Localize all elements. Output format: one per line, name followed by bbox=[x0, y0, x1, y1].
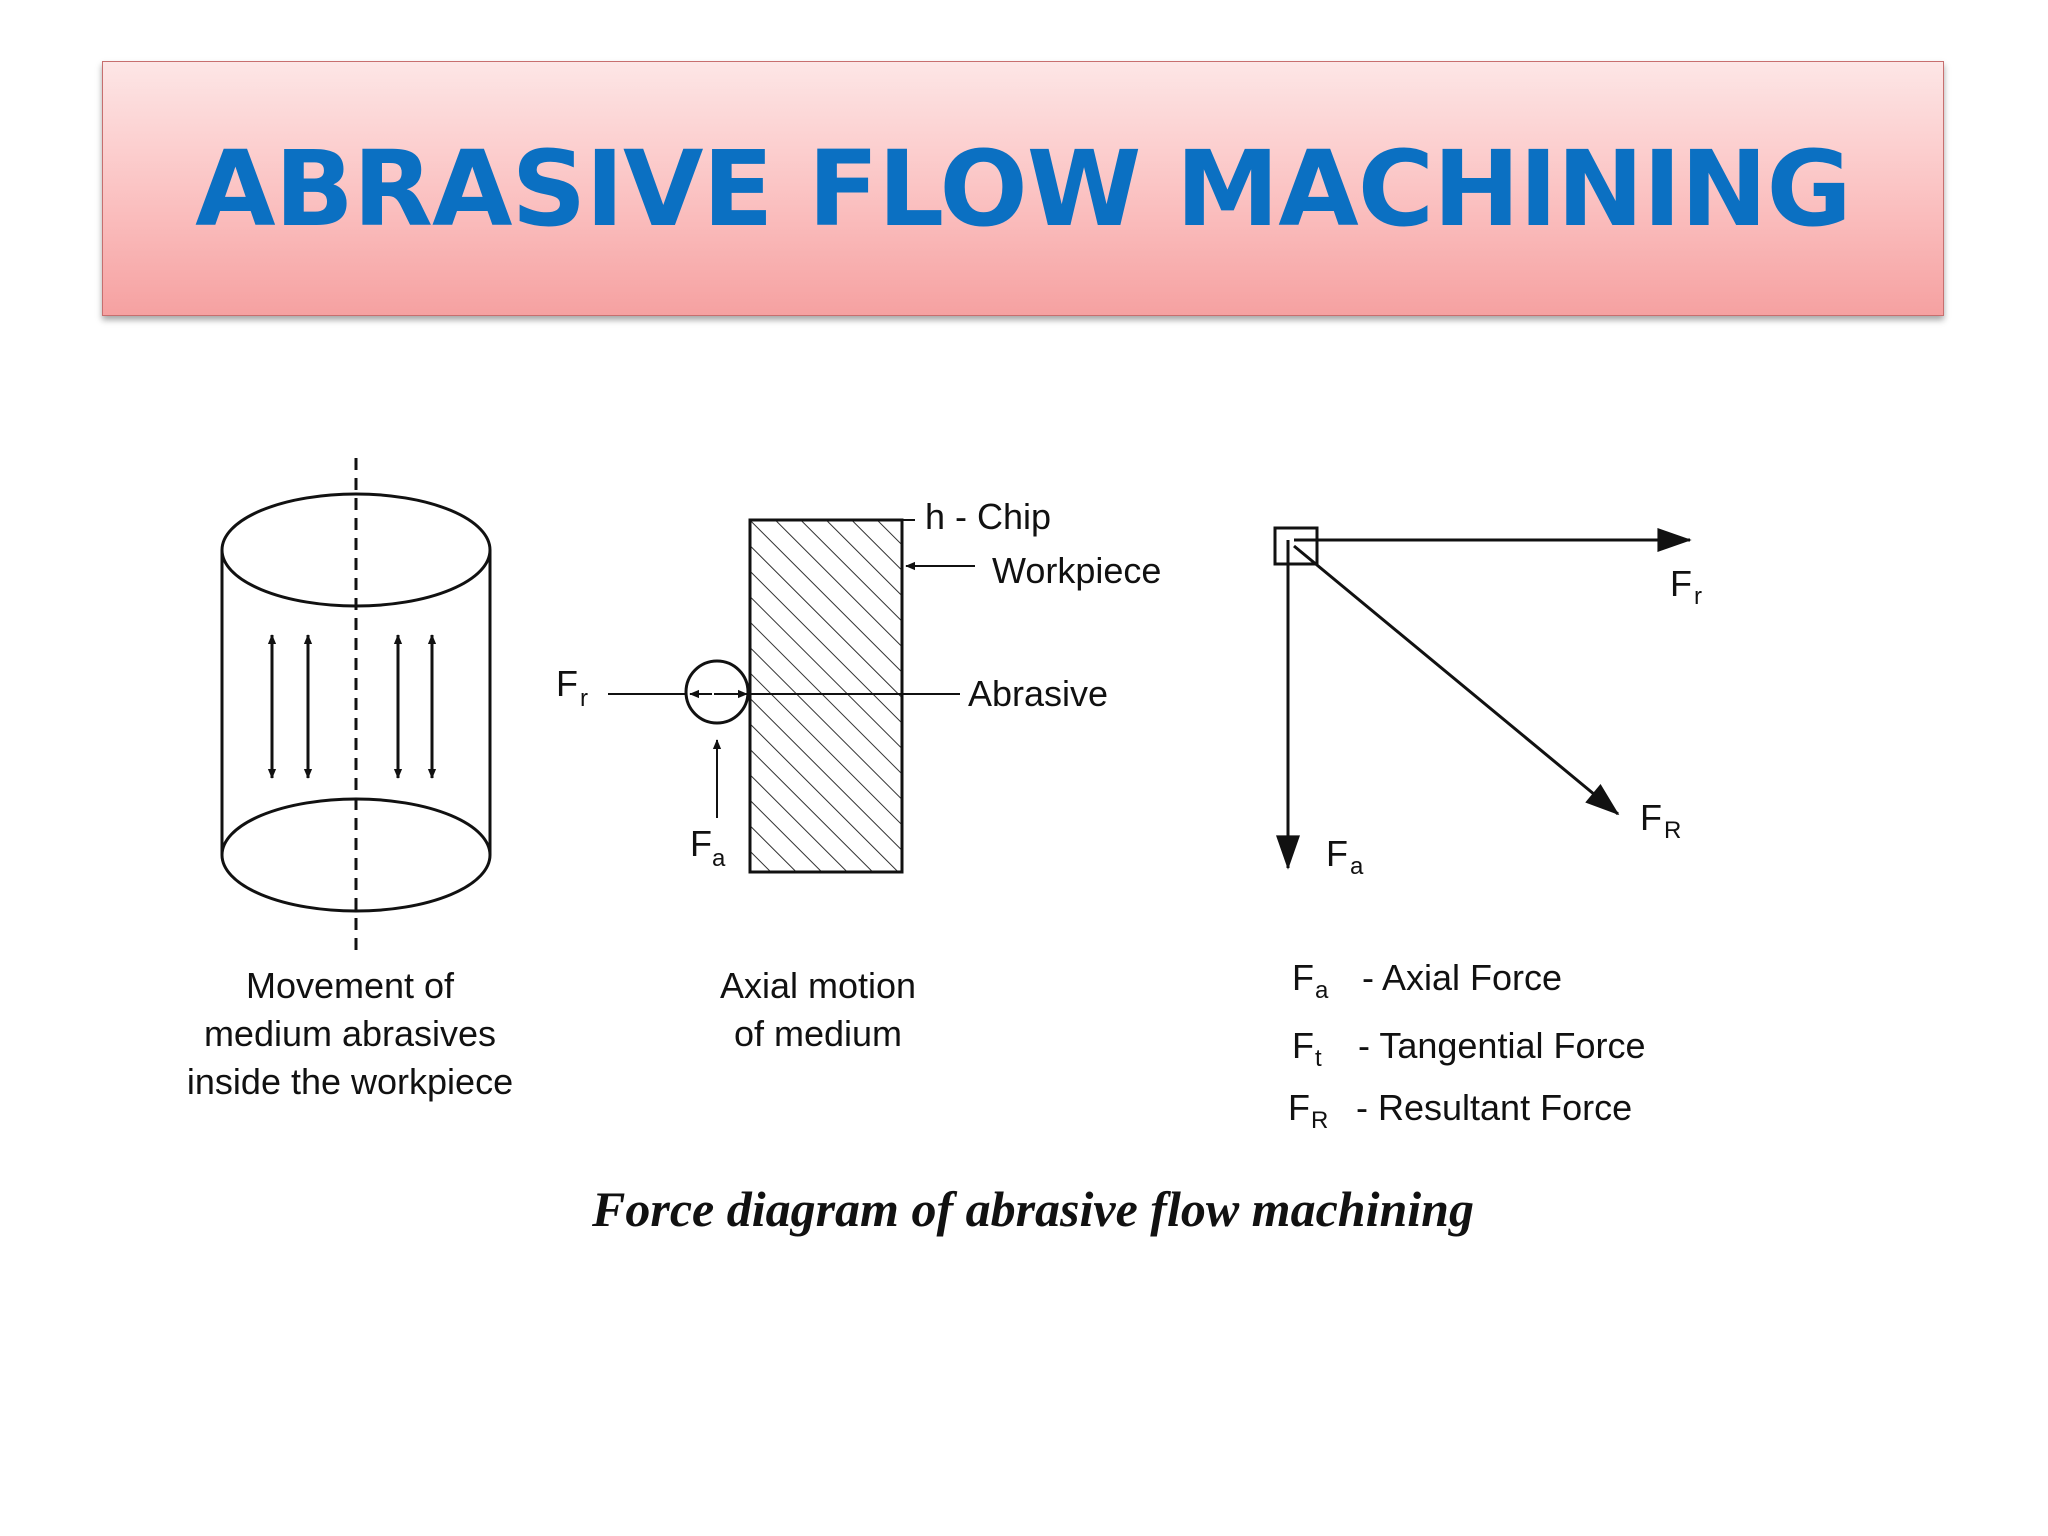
figure-caption: Force diagram of abrasive flow machining bbox=[591, 1181, 1474, 1237]
legend-sub-resultant: R bbox=[1311, 1107, 1328, 1134]
legend-symbol-axial: F bbox=[1292, 957, 1314, 998]
origin-square bbox=[1273, 526, 1319, 566]
force-vector-panel: F r F R F a F a - Axial Force F t - Tang… bbox=[1273, 526, 1702, 1134]
legend: F a - Axial Force F t - Tangential Force… bbox=[1288, 957, 1646, 1134]
fr-sub-panel2: r bbox=[580, 685, 588, 712]
fR-label-panel3: F bbox=[1640, 797, 1662, 838]
chip-label: h - Chip bbox=[925, 496, 1051, 537]
workpiece-caption-line-1: Axial motion bbox=[720, 965, 916, 1006]
title-banner: ABRASIVE FLOW MACHINING bbox=[102, 61, 1944, 316]
legend-sub-axial: a bbox=[1315, 977, 1329, 1004]
legend-text-tangential: - Tangential Force bbox=[1358, 1025, 1646, 1066]
fr-sub-panel3: r bbox=[1694, 583, 1702, 610]
legend-text-resultant: - Resultant Force bbox=[1356, 1087, 1632, 1128]
workpiece-hatch bbox=[750, 520, 902, 872]
fR-sub-panel3: R bbox=[1664, 817, 1681, 844]
cylinder-panel: Movement of medium abrasives inside the … bbox=[187, 458, 513, 1102]
fr-label-panel3: F bbox=[1670, 563, 1692, 604]
fa-sub-panel2: a bbox=[712, 845, 726, 872]
legend-symbol-resultant: F bbox=[1288, 1087, 1310, 1128]
fa-sub-panel3: a bbox=[1350, 853, 1364, 880]
cylinder-caption-line-3: inside the workpiece bbox=[187, 1061, 513, 1102]
slide-title: ABRASIVE FLOW MACHINING bbox=[195, 127, 1852, 250]
legend-symbol-tangential: F bbox=[1292, 1025, 1314, 1066]
fr-resultant-vector bbox=[1293, 544, 1620, 816]
workpiece-block bbox=[748, 518, 904, 874]
legend-text-axial: - Axial Force bbox=[1362, 957, 1562, 998]
cylinder-caption-line-1: Movement of bbox=[246, 965, 455, 1006]
workpiece-label: Workpiece bbox=[992, 550, 1161, 591]
fr-label-panel2: F bbox=[556, 663, 578, 704]
cylinder-caption-line-2: medium abrasives bbox=[204, 1013, 496, 1054]
workpiece-panel: h - Chip Workpiece Abrasive F r F a Axia… bbox=[556, 496, 1161, 1054]
fa-label-panel2: F bbox=[690, 823, 712, 864]
fa-label-panel3: F bbox=[1326, 833, 1348, 874]
workpiece-caption-line-2: of medium bbox=[734, 1013, 902, 1054]
abrasive-label: Abrasive bbox=[968, 673, 1108, 714]
cylinder-bottom-front bbox=[220, 854, 492, 913]
legend-sub-tangential: t bbox=[1315, 1045, 1322, 1072]
abrasive-particle bbox=[684, 659, 750, 725]
